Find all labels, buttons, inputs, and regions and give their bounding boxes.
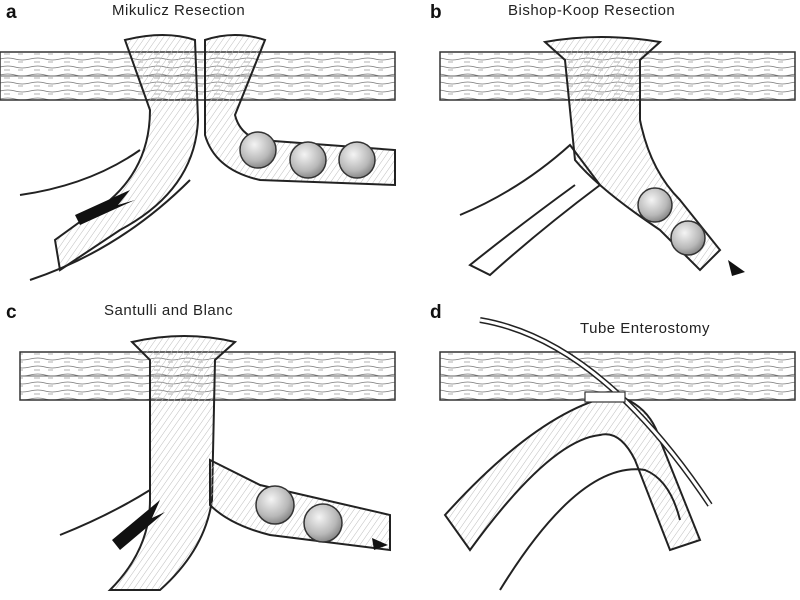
flow-arrow-icon (112, 500, 165, 550)
panel-letter: b (430, 2, 442, 23)
pellet (637, 187, 673, 223)
bishop-koop-illustration (439, 36, 796, 277)
panel-letter: c (6, 302, 17, 323)
stoma-limb (107, 335, 238, 591)
distal-bowel-limb (209, 458, 391, 552)
meconium-pellets (637, 187, 706, 256)
tube-fixation (584, 391, 626, 403)
panel-a-mikulicz: a Mikulicz Resection (0, 0, 400, 300)
panel-letter: a (6, 2, 17, 23)
santulli-blanc-illustration (19, 335, 396, 591)
pellet (303, 503, 343, 543)
panel-b-bishop-koop: b Bishop-Koop Resection (400, 0, 800, 300)
panel-title: Mikulicz Resection (112, 2, 246, 19)
panel-title: Bishop-Koop Resection (508, 2, 676, 19)
meconium-pellets (255, 485, 343, 543)
proximal-bowel-limb (459, 143, 602, 277)
pellet (338, 141, 376, 179)
pellet (239, 131, 277, 169)
panel-letter: d (430, 302, 442, 323)
flow-arrow-icon (372, 538, 388, 550)
stoma-limb (542, 36, 722, 272)
tube-enterostomy-illustration (439, 317, 796, 591)
panel-c-santulli-blanc: c Santulli and Blanc (0, 300, 400, 600)
flow-arrow-icon (728, 260, 745, 276)
panel-d-tube-enterostomy: d Tube Enterostomy (400, 300, 800, 600)
bowel-loop (443, 393, 702, 552)
mikulicz-illustration (0, 34, 396, 281)
proximal-bowel-limb (53, 34, 200, 272)
pellet (255, 485, 295, 525)
meconium-pellets (239, 131, 376, 179)
panel-title: Tube Enterostomy (580, 320, 710, 337)
flow-arrow-icon (75, 190, 135, 225)
panel-title: Santulli and Blanc (104, 302, 234, 319)
pellet (670, 220, 706, 256)
pellet (289, 141, 327, 179)
